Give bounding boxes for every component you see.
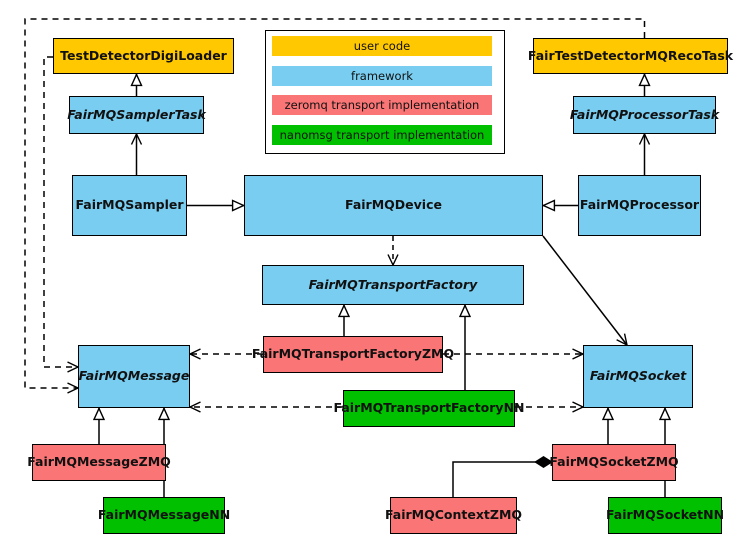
class-label: TestDetectorDigiLoader	[60, 47, 227, 63]
class-label: FairTestDetectorMQRecoTask	[527, 47, 734, 63]
class-node-testdetectordigiloader[interactable]: TestDetectorDigiLoader	[53, 38, 234, 74]
class-label: FairMQTransportFactory	[308, 276, 478, 292]
edge-digiloader-to-message	[43, 56, 80, 373]
legend-swatch-user-code: user code	[272, 36, 492, 56]
class-node-fairmqsampler[interactable]: FairMQSampler	[72, 175, 187, 236]
legend-swatch-zeromq: zeromq transport implementation	[272, 95, 492, 115]
class-node-fairmqprocessor[interactable]: FairMQProcessor	[578, 175, 701, 236]
class-label: FairMQContextZMQ	[384, 507, 523, 523]
class-node-fairmqsocket[interactable]: FairMQSocket	[583, 345, 693, 408]
class-node-fairmqmessagenn[interactable]: FairMQMessageNN	[98, 497, 230, 534]
legend-label-zeromq: zeromq transport implementation	[284, 98, 480, 112]
legend-label-user-code: user code	[353, 39, 411, 53]
class-label: FairMQSamplerTask	[67, 106, 206, 122]
class-label: FairMQTransportFactoryZMQ	[251, 346, 455, 362]
class-node-fairmqdevice[interactable]: FairMQDevice	[244, 175, 543, 236]
class-label: FairMQMessage	[78, 368, 190, 384]
edge-device-to-socket	[542, 235, 628, 347]
class-label: FairMQSocketZMQ	[549, 454, 679, 470]
edge-recotask-to-message	[24, 18, 646, 394]
class-label: FairMQDevice	[345, 197, 442, 213]
class-node-fairmqmessage[interactable]: FairMQMessage	[78, 345, 190, 408]
class-label: FairMQMessageNN	[97, 507, 231, 523]
class-node-fairmqsocketzmq[interactable]: FairMQSocketZMQ	[549, 444, 679, 481]
class-label: FairMQProcessor	[579, 197, 700, 213]
class-label: FairMQSocketNN	[605, 507, 725, 523]
class-label: FairMQProcessorTask	[569, 106, 720, 122]
legend-swatch-nanomsg: nanomsg transport implementation	[272, 125, 492, 145]
class-node-fairmqtransportfactory[interactable]: FairMQTransportFactory	[262, 265, 524, 305]
class-node-fairmqtransportfactorynn[interactable]: FairMQTransportFactoryNN	[334, 390, 525, 427]
class-node-fairtestdetectormqrecotask[interactable]: FairTestDetectorMQRecoTask	[528, 38, 733, 74]
class-label: FairMQSampler	[75, 197, 184, 213]
edge-contextzmq-to-socketzmq	[452, 456, 553, 497]
class-label: FairMQTransportFactoryNN	[333, 400, 525, 416]
class-node-fairmqmessagezmq[interactable]: FairMQMessageZMQ	[27, 444, 171, 481]
class-label: FairMQSocket	[589, 368, 687, 384]
class-node-fairmqtransportfactoryzmq[interactable]: FairMQTransportFactoryZMQ	[252, 336, 454, 373]
legend-label-framework: framework	[351, 69, 413, 83]
class-node-fairmqsocketnn[interactable]: FairMQSocketNN	[605, 497, 725, 534]
legend-swatch-framework: framework	[272, 66, 492, 86]
legend-label-nanomsg: nanomsg transport implementation	[279, 128, 485, 142]
class-node-fairmqprocessortask[interactable]: FairMQProcessorTask	[569, 96, 720, 134]
class-label: FairMQMessageZMQ	[27, 454, 171, 470]
class-node-fairmqcontextzmq[interactable]: FairMQContextZMQ	[385, 497, 522, 534]
class-node-fairmqsamplertask[interactable]: FairMQSamplerTask	[67, 96, 206, 134]
